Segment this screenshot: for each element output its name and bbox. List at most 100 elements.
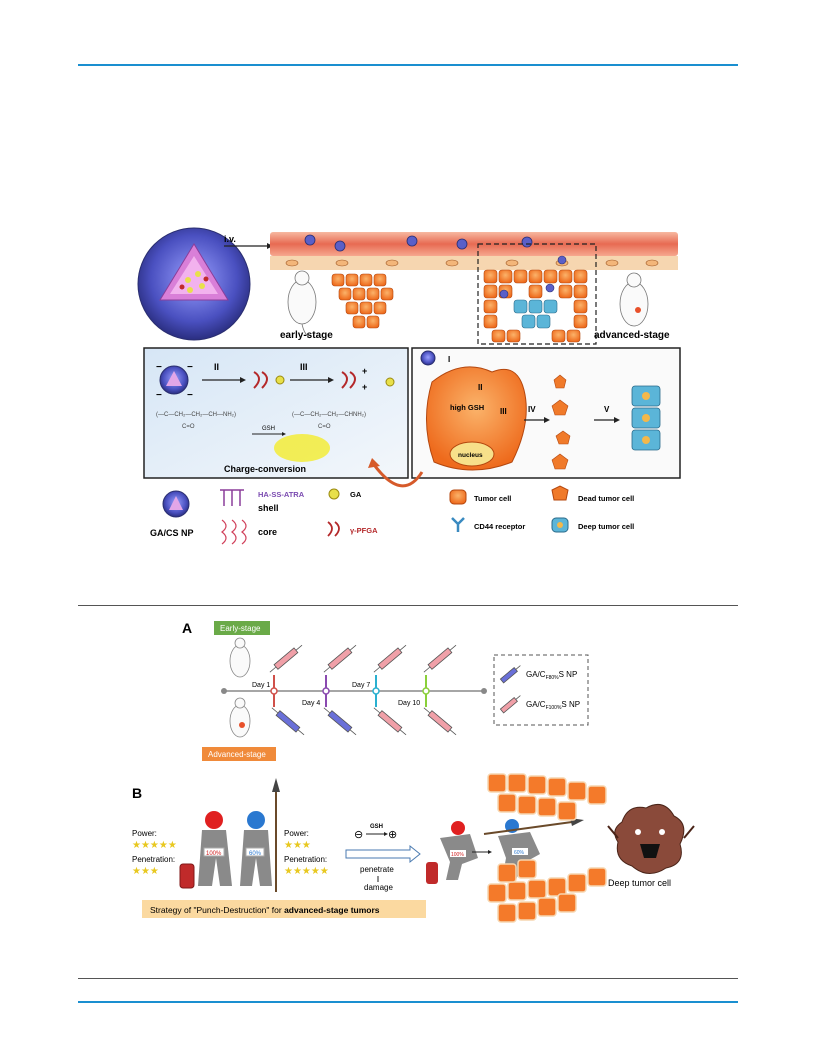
pfga-polymer-icon [253, 371, 268, 389]
svg-text:CD44 receptor: CD44 receptor [474, 522, 525, 531]
svg-text:high GSH: high GSH [450, 403, 484, 412]
svg-text:γ-PFGA: γ-PFGA [350, 526, 378, 535]
panel-b-label: B [132, 785, 142, 801]
svg-text:+: + [362, 366, 367, 376]
mouse-icon-early [287, 270, 317, 339]
svg-text:100%: 100% [451, 852, 464, 858]
dead-tumor-cells [551, 374, 571, 470]
early-stage-label: early-stage [280, 330, 333, 341]
svg-text:★★★: ★★★ [284, 840, 311, 851]
svg-text:100%: 100% [206, 851, 222, 857]
svg-text:nucleus: nucleus [458, 452, 483, 459]
svg-text:HA-SS-ATRA: HA-SS-ATRA [258, 490, 305, 499]
svg-text:Day 7: Day 7 [352, 682, 370, 689]
iv-label: i.v. [224, 234, 236, 244]
figure-2a-dosing-schedule: A Early-stage Advanced-stage Day 1 Day 4… [182, 620, 589, 761]
tumor-cell-large [426, 366, 527, 471]
syringe-legend-box [493, 654, 589, 726]
nucleus-shape [449, 441, 495, 467]
svg-text:Penetration:: Penetration: [284, 855, 327, 864]
figure-separator [78, 605, 738, 606]
svg-text:−: − [156, 362, 162, 373]
mouse-icon-early-a [229, 637, 251, 678]
agile-character: 60% [240, 778, 280, 892]
svg-text:Day 4: Day 4 [302, 700, 320, 707]
svg-text:damage: damage [364, 883, 393, 892]
svg-text:Advanced-stage: Advanced-stage [208, 750, 266, 759]
svg-text:Dead tumor cell: Dead tumor cell [578, 494, 634, 503]
bottom-separator [78, 978, 738, 979]
svg-text:Day 1: Day 1 [252, 682, 270, 689]
svg-text:Day 10: Day 10 [398, 700, 420, 707]
polymer-formula-left: (—C—CH₂—CH₂—CH—NH₂) C=O [156, 412, 236, 430]
charge-conversion-label: Charge-conversion [224, 464, 306, 474]
running-strong-character: 100% [426, 821, 492, 884]
figure1-legend: GA/CS NP HA-SS-ATRA shell core GA γ-PFGA… [150, 485, 634, 545]
svg-text:IV: IV [528, 405, 536, 414]
svg-text:★★★: ★★★ [132, 866, 159, 877]
svg-text:60%: 60% [249, 851, 262, 857]
timeline-day-7: Day 7 [352, 675, 380, 707]
early-stage-tumor [331, 273, 394, 329]
svg-text:−: − [187, 362, 193, 373]
figure-2b-strategy: B Power: ★★★★★ Penetration: ★★★ 100% 60%… [132, 773, 695, 923]
footer-rule [78, 1001, 738, 1003]
recycle-arrow [370, 461, 424, 488]
strategy-banner [142, 900, 426, 918]
syringes-early [269, 644, 457, 673]
svg-text:Tumor cell: Tumor cell [474, 494, 511, 503]
svg-text:★★★★★: ★★★★★ [132, 840, 177, 851]
figure-1-schematic: i.v. early-stage [137, 227, 681, 545]
svg-text:GA/CS NP: GA/CS NP [150, 528, 194, 538]
svg-text:V: V [604, 405, 610, 414]
mouse-icon-advanced-a [229, 697, 251, 738]
svg-text:★★★★★: ★★★★★ [284, 866, 329, 877]
svg-text:III: III [300, 362, 308, 372]
svg-text:+: + [362, 382, 367, 392]
deep-tumor-stack [631, 385, 661, 451]
panel-a-label: A [182, 620, 192, 636]
top-rule [78, 64, 738, 66]
svg-text:II: II [478, 383, 482, 392]
charge-conversion-panel [143, 347, 409, 479]
strong-character: 100% [179, 811, 232, 889]
np-small: − − − − [156, 362, 193, 401]
polymer-formula-right: (—C—CH₂—CH₂—CHNH₂) C=O [292, 412, 366, 430]
svg-text:GSH: GSH [370, 824, 383, 830]
svg-text:(—C—CH₂—CH₂—CH—NH₂): (—C—CH₂—CH₂—CH—NH₂) [156, 412, 236, 418]
svg-text:Power:: Power: [284, 829, 309, 838]
svg-text:Early-stage: Early-stage [220, 624, 261, 633]
svg-text:core: core [258, 527, 277, 537]
svg-text:⊖: ⊖ [354, 829, 363, 841]
mouse-icon-advanced [619, 272, 649, 327]
tumor-tissue-wedge [487, 773, 607, 923]
advanced-stage-tumor [483, 269, 588, 343]
deep-tumor-monster [607, 803, 695, 874]
svg-text:I: I [448, 355, 450, 364]
svg-text:Power:: Power: [132, 829, 157, 838]
svg-text:Penetration:: Penetration: [132, 855, 175, 864]
svg-text:60%: 60% [514, 850, 525, 856]
svg-text:III: III [500, 407, 507, 416]
svg-text:⊕: ⊕ [388, 829, 397, 841]
penetrate-arrow [345, 844, 421, 864]
timeline-day-4: Day 4 [302, 675, 330, 707]
timeline-day-10: Day 10 [398, 675, 430, 707]
advanced-stage-badge [202, 747, 276, 761]
syringes-advanced [271, 707, 457, 736]
svg-text:(—C—CH₂—CH₂—CHNH₂): (—C—CH₂—CH₂—CHNH₂) [292, 412, 366, 418]
legend-f100: GA/CF100%S NP [526, 700, 580, 711]
svg-text:GA: GA [350, 490, 362, 499]
svg-text:C=O: C=O [318, 424, 331, 430]
blood-vessel [270, 232, 678, 270]
deep-tumor-label: Deep tumor cell [608, 878, 671, 888]
svg-text:GSH: GSH [262, 426, 275, 432]
legend-f80: GA/CF80%S NP [526, 670, 577, 681]
advanced-stage-label: advanced-stage [594, 330, 670, 341]
early-stage-badge [214, 621, 270, 635]
deep-tumor-cells [513, 299, 558, 329]
svg-text:II: II [214, 362, 219, 372]
svg-text:shell: shell [258, 503, 279, 513]
charge-conversion-highlight [274, 434, 330, 462]
svg-text:penetrate: penetrate [360, 865, 394, 874]
